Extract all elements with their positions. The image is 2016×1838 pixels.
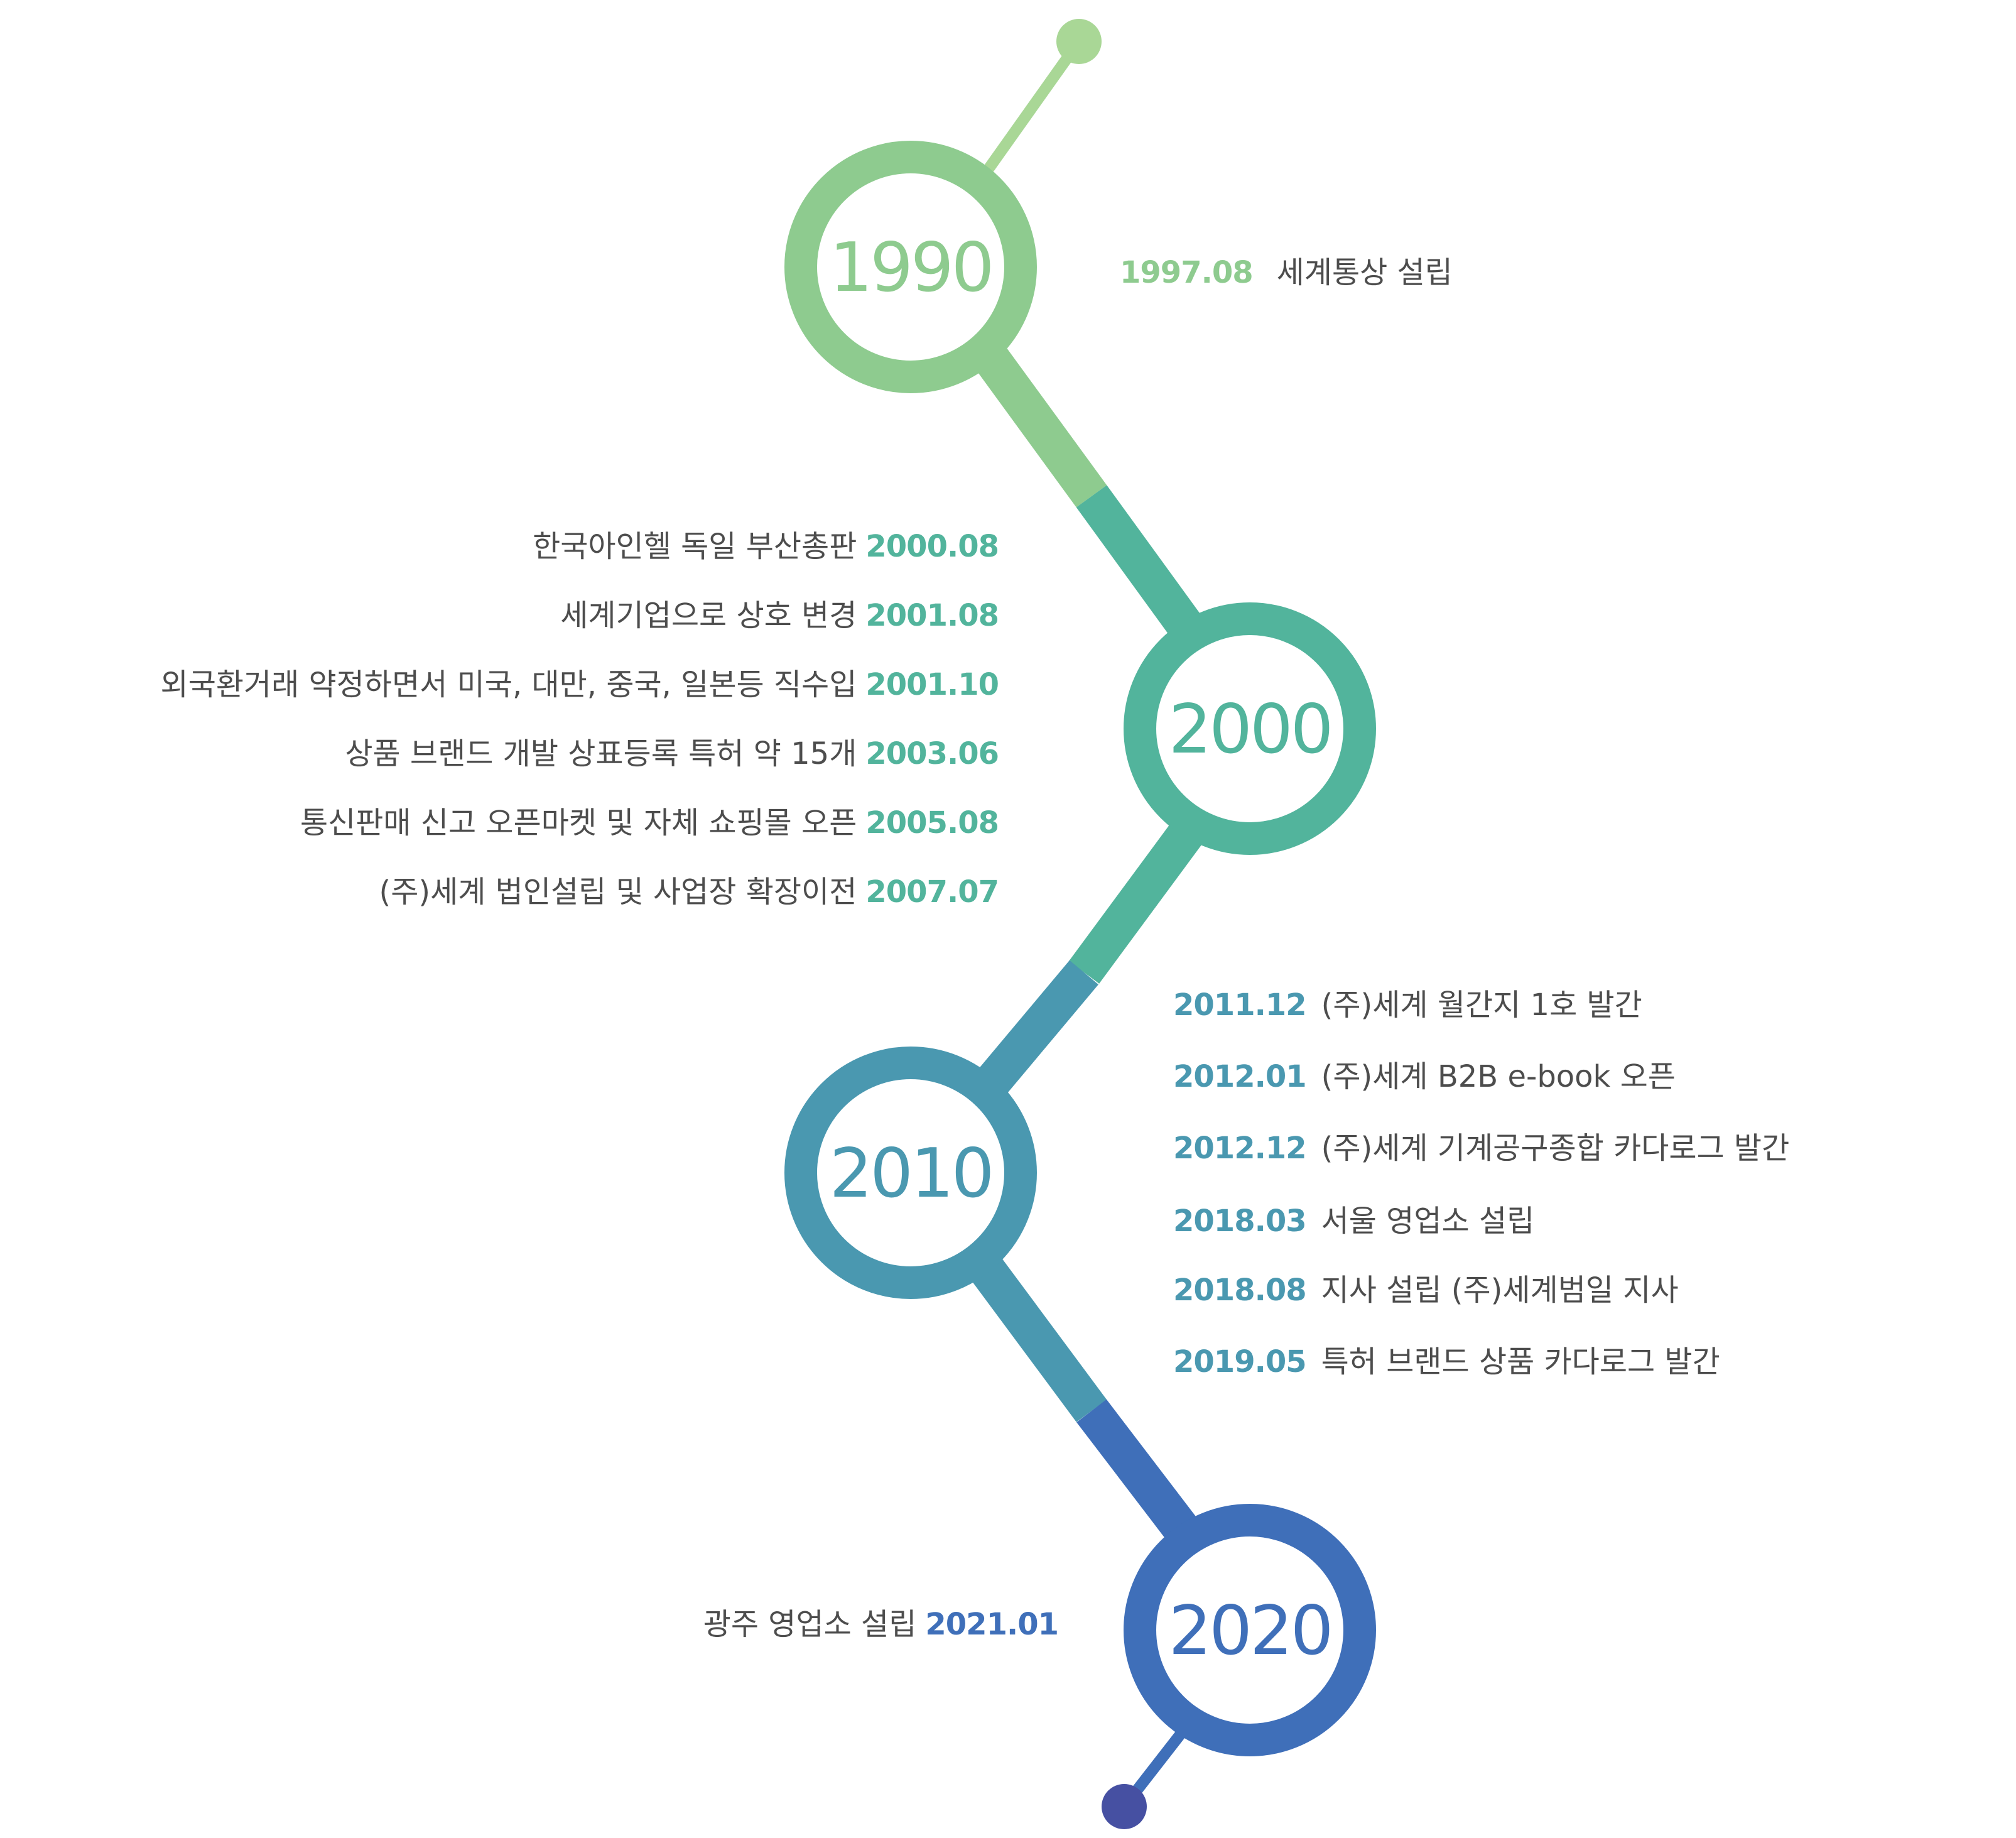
event-date: 2005.08 [865, 805, 999, 840]
event-text: (주)세계 B2B e-book 오픈 [1321, 1059, 1676, 1094]
connector-2000-2010-a [1068, 803, 1217, 984]
event-text: 세계기업으로 상호 변경 [560, 598, 857, 633]
event-2011-12: 2011.12 (주)세계 월간지 1호 발간 [1173, 986, 1642, 1024]
event-date: 2021.01 [925, 1607, 1059, 1642]
event-date: 2019.05 [1173, 1344, 1307, 1379]
event-date: 2001.10 [865, 667, 999, 702]
connector-1990-2000-a [964, 332, 1107, 508]
start-dot [1056, 19, 1102, 64]
event-date: 2018.03 [1173, 1204, 1307, 1239]
event-text: 통신판매 신고 오픈마켓 및 자체 쇼핑몰 오픈 [300, 805, 857, 840]
event-text: 지사 설립 (주)세계범일 지사 [1321, 1273, 1679, 1308]
event-text: (주)세계 기계공구종합 카다로그 발간 [1321, 1131, 1790, 1166]
event-text: 세계통상 설립 [1276, 255, 1453, 290]
event-text: (주)세계 법인설립 및 사업장 확장이전 [379, 874, 857, 910]
event-text: 광주 영업소 설립 [703, 1607, 917, 1642]
event-text: 한국아인헬 독일 부산총판 [533, 529, 857, 564]
era-label-2020: 2020 [1169, 1592, 1331, 1670]
era-label-2010: 2010 [830, 1134, 992, 1213]
start-connector [984, 36, 1085, 173]
event-text: 서울 영업소 설립 [1321, 1204, 1535, 1239]
connector-1990-2000-b [1076, 485, 1214, 655]
era-label-1990: 1990 [830, 229, 992, 307]
event-date: 2001.08 [865, 598, 999, 633]
era-circle-2000 [1124, 602, 1376, 855]
event-2018-03: 2018.03 서울 영업소 설립 [1173, 1202, 1534, 1240]
connector-2000-2010-b [965, 960, 1098, 1109]
end-dot [1102, 1784, 1147, 1829]
era-circle-2010 [784, 1047, 1037, 1299]
connector-2010-2020-a [964, 1249, 1107, 1422]
event-2019-05: 2019.05 특허 브랜드 상품 카다로그 발간 [1173, 1343, 1720, 1381]
event-date: 2018.08 [1173, 1273, 1307, 1308]
era-label-2000: 2000 [1169, 690, 1331, 769]
event-date: 2011.12 [1173, 987, 1307, 1023]
event-text: 외국환거래 약정하면서 미국, 대만, 중국, 일본등 직수입 [160, 667, 857, 702]
event-date: 2000.08 [865, 529, 999, 564]
event-date: 2012.01 [1173, 1059, 1307, 1094]
event-text: 특허 브랜드 상품 카다로그 발간 [1321, 1344, 1720, 1379]
event-date: 2007.07 [865, 874, 999, 910]
event-text: (주)세계 월간지 1호 발간 [1321, 987, 1642, 1023]
event-2012-01: 2012.01 (주)세계 B2B e-book 오픈 [1173, 1058, 1676, 1096]
era-circle-1990 [784, 141, 1037, 393]
event-2018-08: 2018.08 지사 설립 (주)세계범일 지사 [1173, 1271, 1679, 1309]
event-date: 2003.06 [865, 736, 999, 771]
event-date: 1997.08 [1120, 255, 1254, 290]
era-circle-2020 [1124, 1504, 1376, 1756]
event-1997-08: 1997.08 세계통상 설립 [1120, 254, 1453, 291]
event-date: 2012.12 [1173, 1131, 1307, 1166]
event-text: 상품 브랜드 개발 상표등록 특허 약 15개 [345, 736, 857, 771]
event-2012-12: 2012.12 (주)세계 기계공구종합 카다로그 발간 [1173, 1129, 1789, 1167]
